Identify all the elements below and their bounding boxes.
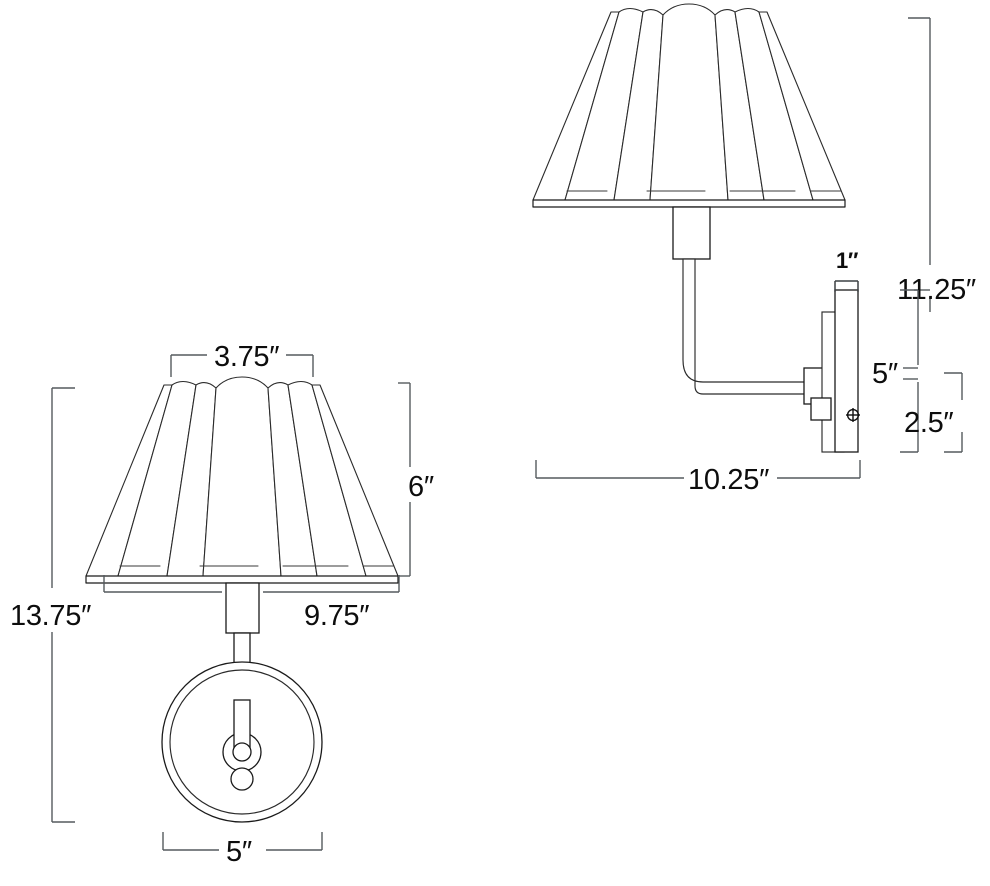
dimension-overall-projection: 10.25″ bbox=[535, 460, 861, 496]
dimension-overall-height: 13.75″ bbox=[10, 387, 91, 823]
swing-arm-tube bbox=[682, 258, 808, 395]
dim-label-9.75: 9.75″ bbox=[304, 600, 369, 632]
dim-label-13.75: 13.75″ bbox=[10, 600, 91, 632]
side-wall-plate bbox=[834, 289, 859, 453]
shade-pleat-4 bbox=[202, 376, 282, 577]
dim-label-3.75: 3.75″ bbox=[214, 341, 279, 373]
front-stem-bore bbox=[232, 742, 252, 762]
dim-label-1: 1″ bbox=[836, 248, 859, 273]
dimension-shade-height: 6″ bbox=[398, 382, 434, 577]
dim-label-5-side: 5″ bbox=[872, 358, 898, 390]
dimension-shade-top-diameter: 3.75″ bbox=[170, 341, 314, 377]
dimension-plate-lower-offset: 2.5″ bbox=[904, 372, 963, 453]
side-shade bbox=[532, 3, 846, 208]
side-swing-arm bbox=[682, 258, 808, 395]
side-elevation-view: 1″ 11.25″ 5″ bbox=[532, 3, 976, 496]
shade-bottom-rim bbox=[85, 575, 399, 584]
side-socket-housing bbox=[672, 206, 711, 260]
front-elevation-view: 3.75″ 6″ 9.75″ bbox=[10, 341, 434, 868]
dim-label-10.25: 10.25″ bbox=[688, 464, 769, 496]
dim-label-2.5: 2.5″ bbox=[904, 407, 953, 439]
dimension-shade-bottom-diameter: 9.75″ bbox=[103, 575, 400, 632]
side-shade-pleat-4 bbox=[649, 3, 729, 201]
dimension-backplate-diameter: 5″ bbox=[162, 832, 323, 868]
mounting-screw-icon bbox=[846, 408, 860, 422]
dim-label-6: 6″ bbox=[408, 471, 434, 503]
front-shade bbox=[85, 376, 399, 584]
front-socket-housing bbox=[225, 582, 260, 634]
dimension-plate-height: 5″ bbox=[872, 289, 919, 453]
side-rocker-switch[interactable] bbox=[810, 397, 832, 421]
front-mounting-hole bbox=[230, 767, 254, 791]
dim-label-5-front: 5″ bbox=[226, 836, 252, 868]
side-shade-bottom-rim bbox=[532, 199, 846, 208]
dimension-height-to-plate-top: 11.25″ bbox=[897, 17, 976, 312]
dimension-plate-thickness: 1″ bbox=[834, 248, 859, 292]
